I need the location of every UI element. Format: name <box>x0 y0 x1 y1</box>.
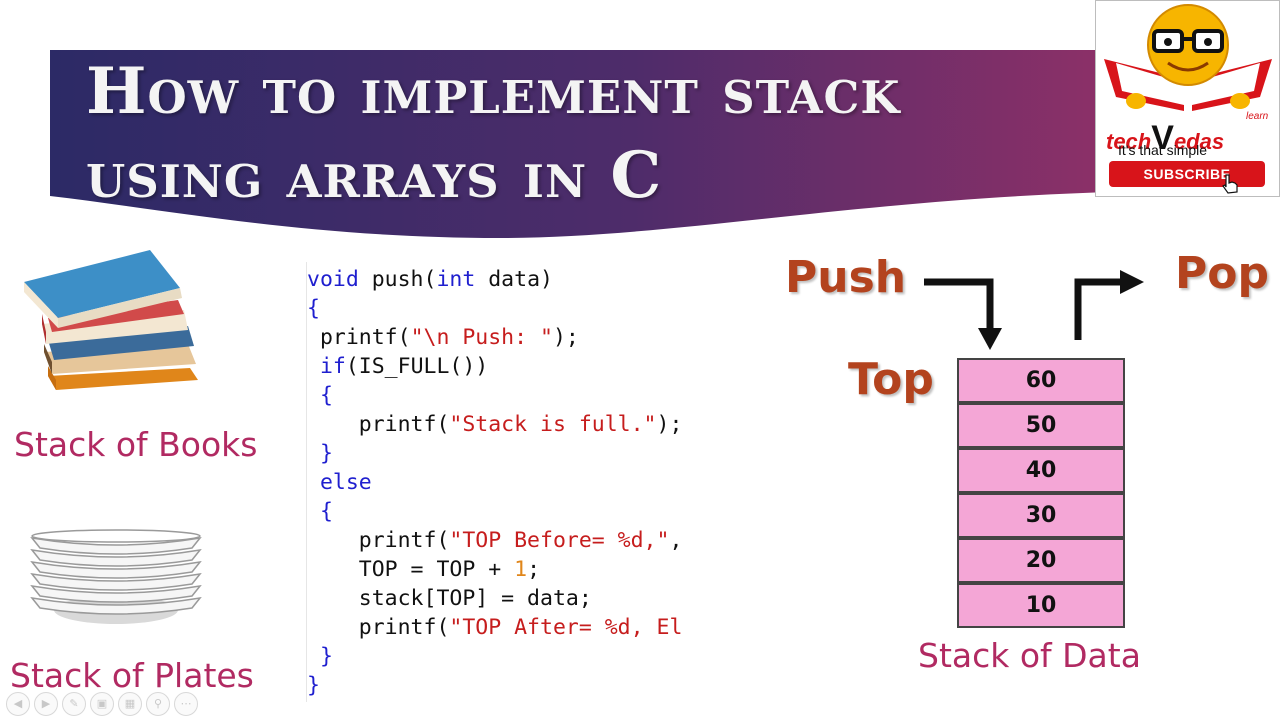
code-line: if(IS_FULL()) <box>307 354 489 379</box>
stack-cell: 10 <box>957 583 1125 628</box>
stack-cell: 40 <box>957 448 1125 493</box>
code-line: void push(int data) <box>307 267 553 292</box>
code-line: { <box>307 383 333 408</box>
code-line: stack[TOP] = data; <box>307 586 592 611</box>
code-line: } <box>307 441 333 466</box>
stack-of-data: 60 50 40 30 20 10 <box>957 358 1125 630</box>
code-line: printf("TOP After= %d, El <box>307 615 683 640</box>
logo-learn-text: learn <box>1246 111 1269 122</box>
push-pop-arrows <box>924 270 1144 350</box>
slides-icon[interactable]: ▦ <box>118 692 142 716</box>
stack-of-plates-label: Stack of Plates <box>10 656 254 695</box>
top-label: Top <box>848 354 934 405</box>
logo-brand: techVedas <box>1106 119 1225 157</box>
push-arrow-icon <box>924 278 1002 350</box>
code-line: else <box>307 470 372 495</box>
pen-icon[interactable]: ✎ <box>62 692 86 716</box>
plates-stack-image <box>30 529 202 624</box>
code-line: printf("Stack is full."); <box>307 412 683 437</box>
books-stack-image <box>24 250 198 390</box>
subscribe-button[interactable]: SUBSCRIBE <box>1109 161 1265 187</box>
code-line: } <box>307 644 333 669</box>
code-line: } <box>307 673 320 698</box>
code-line: printf("TOP Before= %d,", <box>307 528 683 553</box>
next-icon[interactable]: ▶ <box>34 692 58 716</box>
cursor-hand-icon <box>1222 174 1238 194</box>
pop-label: Pop <box>1175 248 1269 299</box>
stack-of-books-label: Stack of Books <box>14 425 258 464</box>
stack-cell: 20 <box>957 538 1125 583</box>
stack-cell: 60 <box>957 358 1125 403</box>
title-line-1: How to implement stack <box>86 54 901 129</box>
title-banner <box>50 50 1110 238</box>
zoom-icon[interactable]: ⚲ <box>146 692 170 716</box>
previous-icon[interactable]: ◀ <box>6 692 30 716</box>
code-line: { <box>307 499 333 524</box>
title-line-2: using arrays in C <box>86 138 663 213</box>
copy-icon[interactable]: ▣ <box>90 692 114 716</box>
stack-cell: 50 <box>957 403 1125 448</box>
pop-arrow-icon <box>1074 270 1144 340</box>
code-panel: void push(int data) { printf("\n Push: "… <box>306 262 775 702</box>
logo-tagline: It's that simple <box>1118 142 1208 158</box>
techvedas-logo[interactable]: learn techVedas It's that simple SUBSCRI… <box>1095 0 1280 197</box>
code-line: TOP = TOP + 1; <box>307 557 541 582</box>
push-label: Push <box>785 252 907 303</box>
more-icon[interactable]: ⋯ <box>174 692 198 716</box>
code-line: { <box>307 296 320 321</box>
stack-cell: 30 <box>957 493 1125 538</box>
smiley-book-icon <box>1104 4 1272 111</box>
stack-of-data-label: Stack of Data <box>918 636 1141 675</box>
code-line: printf("\n Push: "); <box>307 325 579 350</box>
